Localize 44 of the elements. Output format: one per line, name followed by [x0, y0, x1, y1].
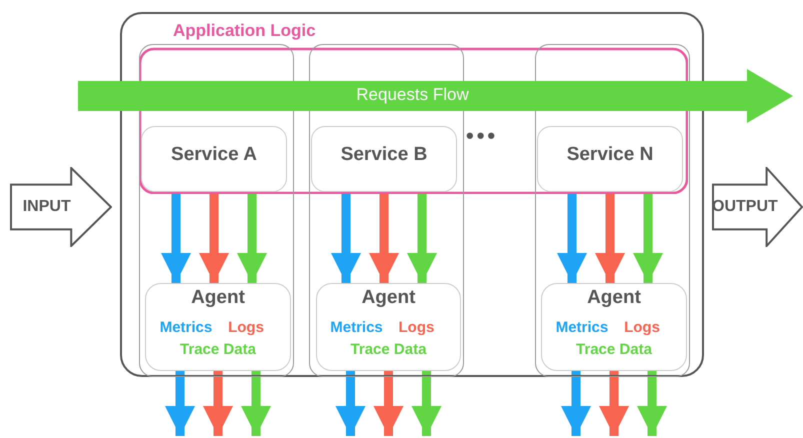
arrow	[203, 371, 233, 436]
arrow	[199, 192, 229, 283]
arrow	[374, 371, 404, 436]
agent-title: Agent	[360, 288, 416, 309]
metric-label: Metrics	[160, 320, 212, 336]
agent-box	[316, 283, 461, 371]
service-label: Service A	[170, 145, 258, 166]
arrow-label: Requests Flow	[355, 86, 470, 105]
trace-label: Trace Data	[575, 342, 653, 358]
group-title: Application Logic	[173, 22, 316, 41]
service-label: Service B	[340, 145, 428, 166]
agent-box	[145, 283, 291, 371]
arrow	[165, 371, 195, 436]
log-label: Logs	[624, 320, 660, 336]
metric-label: Metrics	[556, 320, 608, 336]
trace-label: Trace Data	[179, 342, 257, 358]
log-label: Logs	[228, 320, 264, 336]
arrow-label: INPUT	[22, 198, 72, 216]
arrow	[561, 371, 591, 436]
service-box	[537, 126, 683, 192]
arrow	[237, 192, 267, 283]
agent-box	[541, 283, 687, 371]
arrow-label: OUTPUT	[712, 198, 778, 216]
ellipsis: •••	[466, 124, 498, 148]
log-label: Logs	[398, 320, 434, 336]
agent-title: Agent	[190, 288, 246, 309]
arrow	[331, 192, 361, 283]
arrow	[557, 192, 587, 283]
agent-title: Agent	[586, 288, 642, 309]
service-box	[141, 126, 287, 192]
service-box	[311, 126, 457, 192]
arrow	[241, 371, 271, 436]
metric-label: Metrics	[330, 320, 383, 336]
trace-label: Trace Data	[350, 342, 428, 358]
arrow	[407, 192, 437, 283]
arrow	[637, 371, 667, 436]
arrow	[412, 371, 442, 436]
arrow	[633, 192, 663, 283]
arrow	[161, 192, 191, 283]
service-label: Service N	[566, 145, 654, 166]
arrow	[369, 192, 399, 283]
arrow	[595, 192, 625, 283]
arrow	[599, 371, 629, 436]
arrow	[336, 371, 366, 436]
